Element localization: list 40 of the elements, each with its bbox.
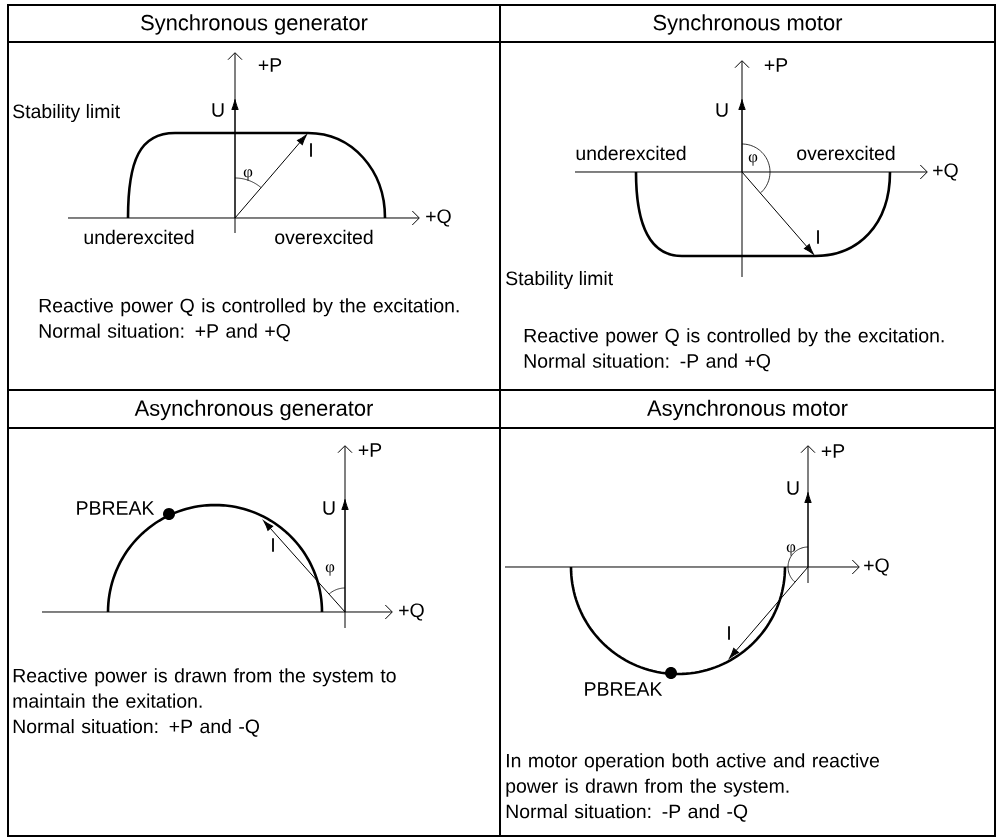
cell-heading: Asynchronous motor xyxy=(647,399,848,421)
cell-heading: Synchronous generator xyxy=(141,14,368,35)
point-label: PBREAK xyxy=(585,682,663,696)
axis-label: +Q xyxy=(426,209,451,227)
angle-label: φ xyxy=(786,544,796,556)
description-text: Reactive power Q is controlled by the excitation. xyxy=(524,328,944,347)
axis-label: +Q xyxy=(933,163,958,181)
description-text: In motor operation both active and reactive power is drawn from the system. xyxy=(506,753,879,797)
region-label: underexcited xyxy=(576,145,686,161)
curve-label: Stability limit xyxy=(13,103,120,123)
description-text: Reactive power is drawn from the system to maintain the exitation. xyxy=(13,668,396,708)
vector-label: U xyxy=(323,501,335,515)
curve-label: Stability limit xyxy=(506,270,613,290)
axis-label: +P xyxy=(821,444,845,458)
description-text: Normal situation: +P and +Q xyxy=(39,323,290,342)
axis-label: +Q xyxy=(864,558,889,576)
axis-label: +P xyxy=(764,58,788,72)
region-label: underexcited xyxy=(84,229,194,245)
description-text: Normal situation: -P and +Q xyxy=(524,353,770,372)
region-label: overexcited xyxy=(275,229,373,245)
vector-label: I xyxy=(310,143,312,157)
description-text: Normal situation: +P and -Q xyxy=(13,719,259,737)
axis-label: +P xyxy=(258,58,282,72)
point-label: PBREAK xyxy=(77,501,155,515)
axis-label: +P xyxy=(358,443,382,457)
axis-label: +Q xyxy=(399,603,424,621)
vector-label: I xyxy=(272,538,274,552)
description-text: Normal situation: -P and -Q xyxy=(506,804,748,822)
vector-label: I xyxy=(817,230,819,244)
cell-heading: Asynchronous generator xyxy=(134,399,373,421)
region-label: overexcited xyxy=(797,145,895,161)
cell-heading: Synchronous motor xyxy=(653,14,843,35)
angle-label: φ xyxy=(243,169,253,181)
description-text: Reactive power Q is controlled by the excitation. xyxy=(39,298,459,317)
angle-label: φ xyxy=(748,154,758,166)
vector-label: U xyxy=(716,103,728,117)
angle-label: φ xyxy=(325,564,335,576)
vector-label: I xyxy=(728,626,730,640)
vector-label: U xyxy=(787,481,799,495)
vector-label: U xyxy=(212,103,224,117)
